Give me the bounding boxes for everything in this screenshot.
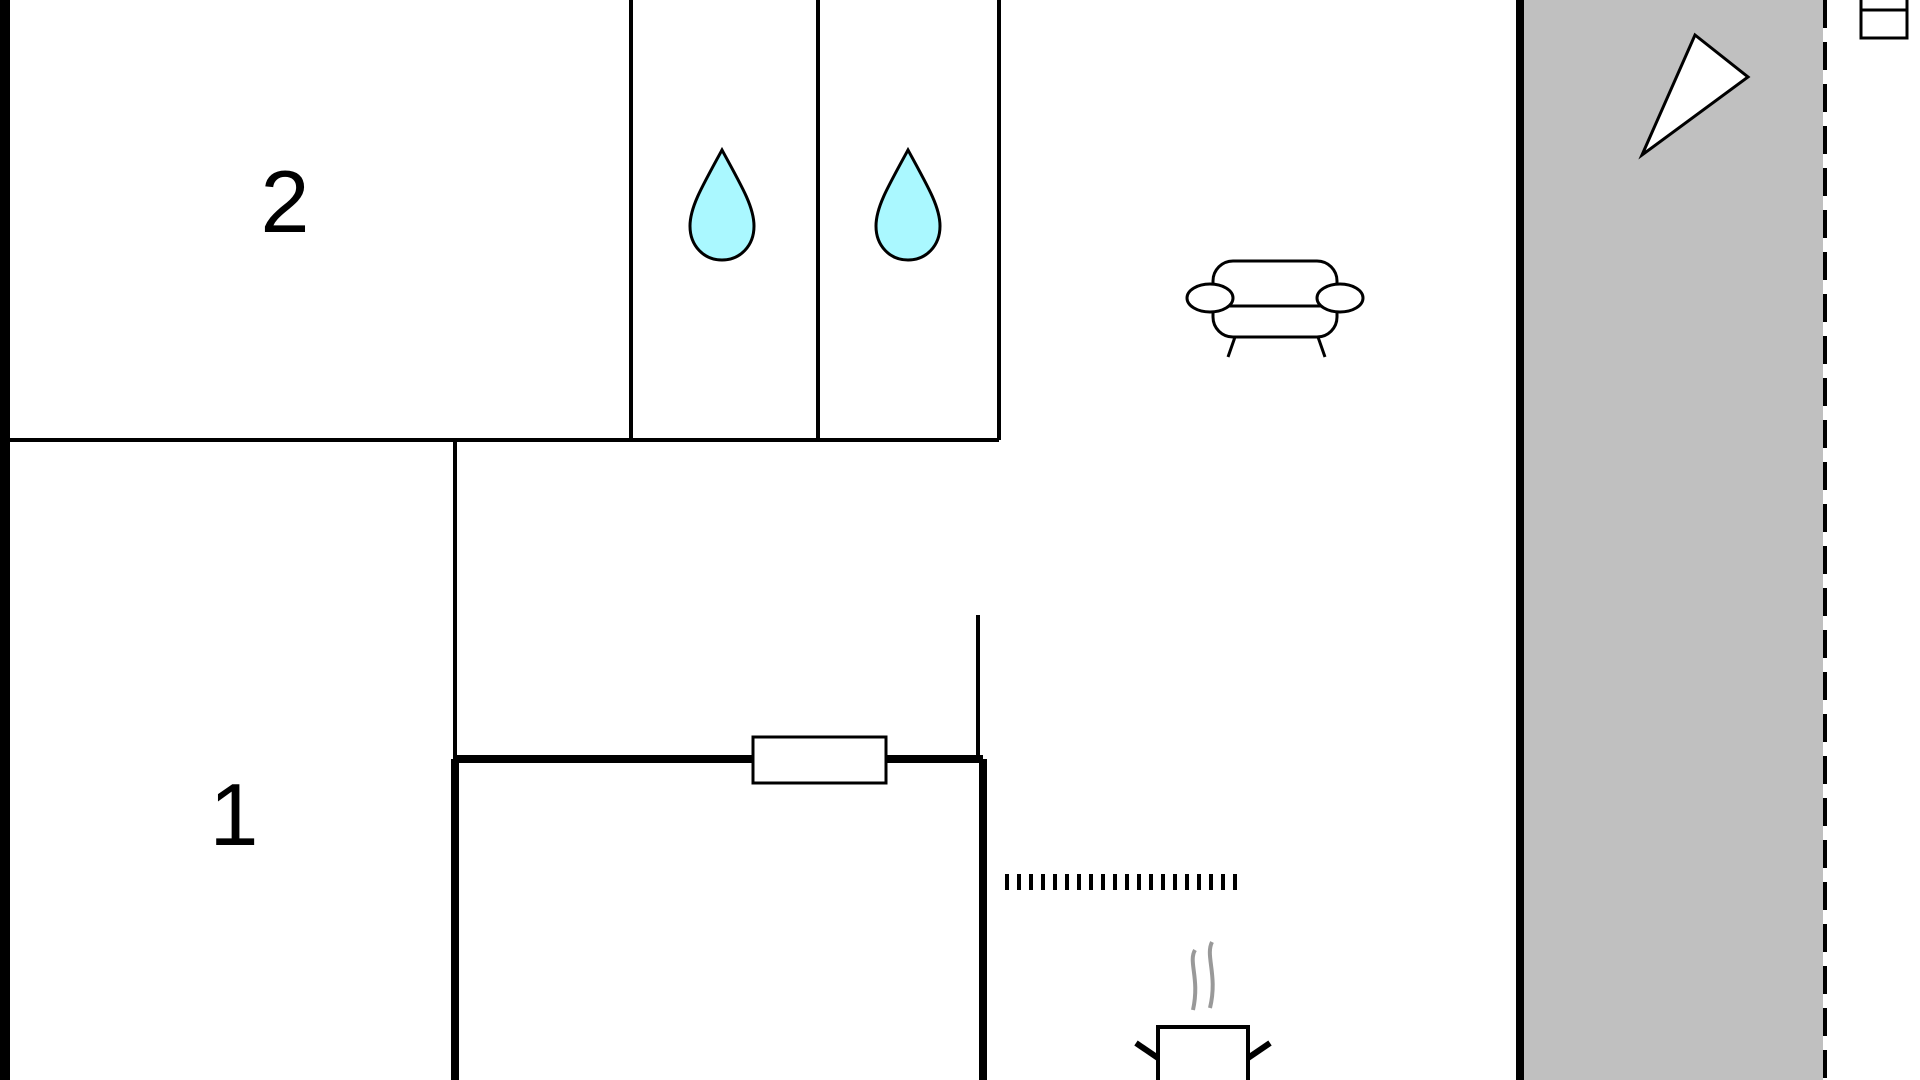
central-block-walls [451, 615, 987, 1080]
chair-icon [1859, 0, 1909, 40]
terrace-area [1518, 0, 1823, 1080]
cooking-pot-icon [1134, 941, 1272, 1080]
water-drop-icon [688, 146, 756, 262]
compass-arrow-icon [1638, 32, 1751, 160]
top-rooms-walls [5, 0, 1001, 442]
sofa-icon [1185, 259, 1365, 358]
room-1-label: 1 [210, 765, 259, 864]
window [751, 735, 888, 785]
water-drop-icon [874, 146, 942, 262]
room-2-label: 2 [261, 152, 310, 251]
